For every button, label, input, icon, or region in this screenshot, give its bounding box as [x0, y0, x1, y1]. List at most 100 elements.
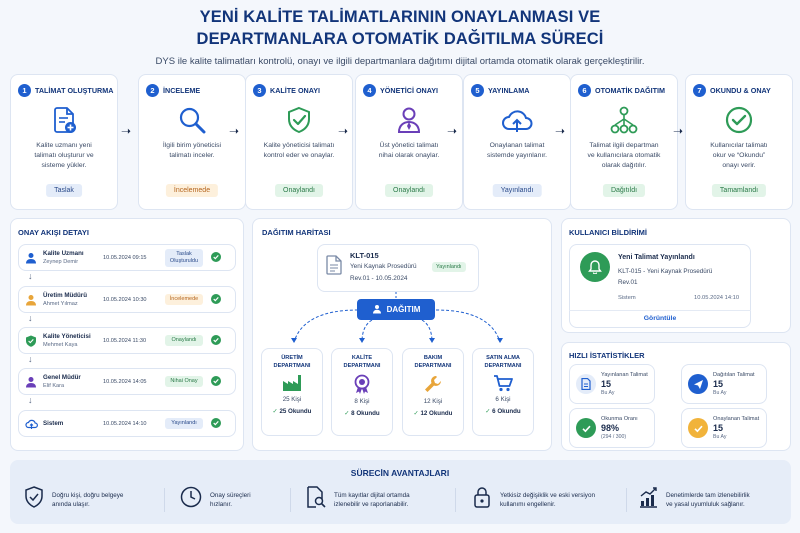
advantage-line: hızlanır. — [210, 500, 233, 508]
flow-person: Elif Kara — [43, 382, 65, 389]
page-title-line2: DEPARTMANLARA OTOMATİK DAĞITILMA SÜRECİ — [196, 30, 604, 48]
dept-name: SATIN ALMA — [486, 355, 520, 361]
check-circle-icon — [686, 105, 792, 135]
view-link[interactable]: Görüntüle — [569, 310, 751, 326]
stat-label: Onaylanan Talimat — [713, 416, 760, 422]
flow-person: Ahmet Yılmaz — [43, 300, 78, 307]
divider — [626, 488, 627, 512]
stat-sub: Bu Ay — [601, 390, 615, 396]
check-icon — [576, 418, 596, 438]
status-badge: Nihai Onay — [165, 376, 203, 387]
status-badge: Onaylandı — [275, 184, 323, 197]
step-desc-line: Talimat ilgili departman — [589, 142, 659, 149]
step-desc-line: Kalite uzmanı yeni — [36, 142, 92, 149]
flow-role: Kalite Yöneticisi — [43, 332, 91, 340]
distribution-map-title: DAĞITIM HARİTASI — [262, 228, 331, 237]
arrow-right-icon: ➝ — [121, 124, 132, 138]
notification-heading: Yeni Talimat Yayınlandı — [618, 254, 695, 261]
flow-date: 10.05.2024 11:30 — [103, 337, 147, 344]
dept-count: 8 Kişi — [354, 398, 370, 405]
step-title: OTOMATİK DAĞITIM — [595, 86, 666, 95]
lock-icon — [472, 486, 492, 513]
cart-icon — [473, 374, 533, 392]
arrow-down-icon: ↓ — [28, 395, 33, 405]
step-desc-line: Üst yönetici talimatı — [379, 142, 439, 149]
flow-role: Sistem — [43, 419, 64, 427]
advantages-panel — [10, 460, 791, 524]
divider — [290, 488, 291, 512]
divider — [164, 488, 165, 512]
document-name: Yeni Kaynak Prosedürü — [350, 263, 417, 270]
step-desc-line: talimatı inceler. — [169, 152, 215, 159]
status-badge: Yayınlandı — [165, 418, 203, 429]
status-badge: Taslak — [46, 184, 82, 197]
flow-role: Genel Müdür — [43, 373, 81, 381]
clock-icon — [180, 486, 202, 513]
user-icon — [19, 294, 43, 306]
advantage-line: anında ulaşır. — [52, 500, 90, 508]
stat-value: 98% — [601, 423, 620, 433]
cloud-upload-icon — [19, 418, 43, 430]
dept-name: DEPARTMANI — [484, 362, 522, 369]
quick-stats-title: HIZLI İSTATİSTİKLER — [569, 351, 645, 360]
document-search-icon — [306, 486, 326, 513]
bell-icon — [580, 252, 610, 282]
advantage-line: Doğru kişi, doğru belgeye — [52, 491, 124, 499]
dept-name: DEPARTMANI — [343, 362, 381, 369]
status-badge: İncelemede — [165, 294, 203, 305]
user-notification-title: KULLANICI BİLDİRİMİ — [569, 228, 647, 237]
flow-date: 10.05.2024 14:05 — [103, 378, 147, 385]
step-desc-line: Kullanıcılar talimatı — [710, 142, 768, 149]
page-title-line1: YENİ KALİTE TALİMATLARININ ONAYLANMASI V… — [199, 8, 601, 26]
dept-name: DEPARTMANI — [414, 362, 452, 369]
distribution-node: DAĞITIM — [357, 299, 435, 320]
dept-name: ÜRETİM — [281, 355, 303, 361]
advantage-line: Denetimlerde tam izlenebilirlik — [666, 491, 750, 499]
document-add-icon — [11, 105, 117, 135]
status-badge: İncelemede — [165, 184, 219, 197]
step-desc-line: talimatı oluşturur ve — [34, 152, 94, 159]
document-icon — [576, 374, 596, 394]
status-badge: Taslak Oluşturuldu — [165, 248, 203, 267]
status-badge: Onaylandı — [385, 184, 433, 197]
check-icon: ✓ — [344, 410, 352, 417]
step-number: 6 — [578, 84, 591, 97]
factory-icon — [262, 374, 322, 392]
advantages-title: SÜRECİN AVANTAJLARI — [350, 468, 450, 478]
dept-read: ✓ 12 Okundu — [403, 410, 463, 417]
flow-row: Sistem 10.05.2024 14:10 Yayınlandı — [18, 410, 236, 437]
distribution-label: DAĞITIM — [386, 305, 421, 314]
check-icon — [211, 373, 221, 391]
document-icon — [326, 255, 342, 280]
advantage-line: Yetkisiz değişiklik ve eski versiyon — [500, 491, 595, 499]
stat-label: Dağıtılan Talimat — [713, 372, 755, 378]
shield-check-icon — [24, 486, 44, 513]
step-desc-line: nihai olarak onaylar. — [378, 152, 440, 159]
dept-count: 12 Kişi — [423, 398, 443, 405]
check-icon — [211, 291, 221, 309]
document-revision: Rev.01 - 10.05.2024 — [350, 275, 408, 282]
step-title: OKUNDU & ONAY — [710, 86, 771, 95]
step-title: TALİMAT OLUŞTURMA — [35, 86, 114, 95]
flow-person: Zeynep Demir — [43, 258, 79, 265]
check-icon: ✓ — [272, 408, 280, 415]
step-number: 4 — [363, 84, 376, 97]
flow-date: 10.05.2024 14:10 — [103, 420, 147, 427]
dept-count: 25 Kişi — [282, 396, 302, 403]
check-icon: ✓ — [485, 408, 493, 415]
users-icon — [372, 301, 382, 319]
check-icon — [211, 332, 221, 350]
